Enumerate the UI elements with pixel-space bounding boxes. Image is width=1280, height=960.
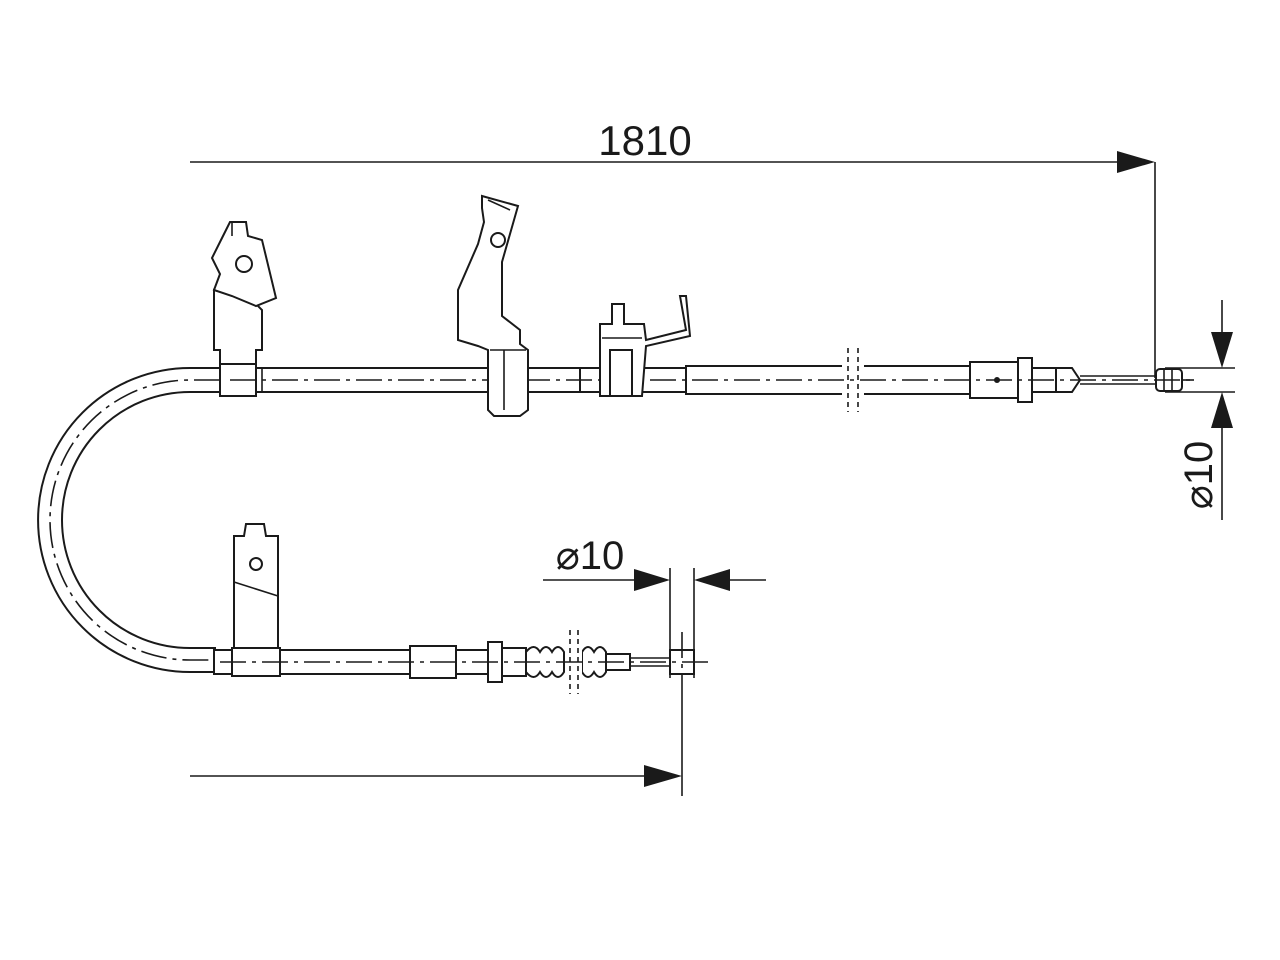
- right-diameter-label: ⌀10: [1177, 441, 1221, 510]
- lower-boot-right: [581, 646, 607, 678]
- curved-cable-centerline: [49, 379, 220, 661]
- curved-cable-outer: [37, 367, 220, 673]
- right-diameter-arrow-top: [1211, 332, 1233, 368]
- upper-cable: [219, 346, 1195, 414]
- bracket-hole: [235, 255, 253, 273]
- right-diameter-dimension: ⌀10: [1165, 300, 1235, 520]
- small-clip-bracket: [599, 295, 692, 397]
- lower-boot-left: [525, 646, 565, 678]
- lower-cable: [213, 628, 710, 696]
- bottom-diameter-arrow-left: [634, 569, 670, 591]
- length-label: 1810: [598, 117, 691, 164]
- hook-edge: [487, 199, 511, 211]
- lower-bracket: [233, 523, 279, 649]
- upper-left-bracket: [210, 221, 278, 365]
- lower-bracket-hole: [249, 557, 263, 571]
- lower-bracket-body: [233, 523, 279, 649]
- bottom-diameter-arrow-right: [694, 569, 730, 591]
- upper-end-cone: [1055, 367, 1082, 393]
- hook-bracket: [457, 194, 529, 417]
- hook-hole: [490, 232, 506, 248]
- lower-bracket-fold: [233, 581, 279, 597]
- bottom-arrow-head: [644, 765, 682, 787]
- bottom-diameter-label: ⌀10: [556, 534, 625, 578]
- curved-cable: [37, 367, 220, 673]
- clip-insert: [609, 349, 633, 397]
- length-arrow-head: [1117, 151, 1155, 173]
- hook-bracket-body: [457, 194, 529, 417]
- right-diameter-arrow-bottom: [1211, 392, 1233, 428]
- curved-cable-inner: [61, 391, 220, 649]
- length-dimension: 1810: [190, 117, 1156, 378]
- bottom-length-dimension: [190, 690, 683, 796]
